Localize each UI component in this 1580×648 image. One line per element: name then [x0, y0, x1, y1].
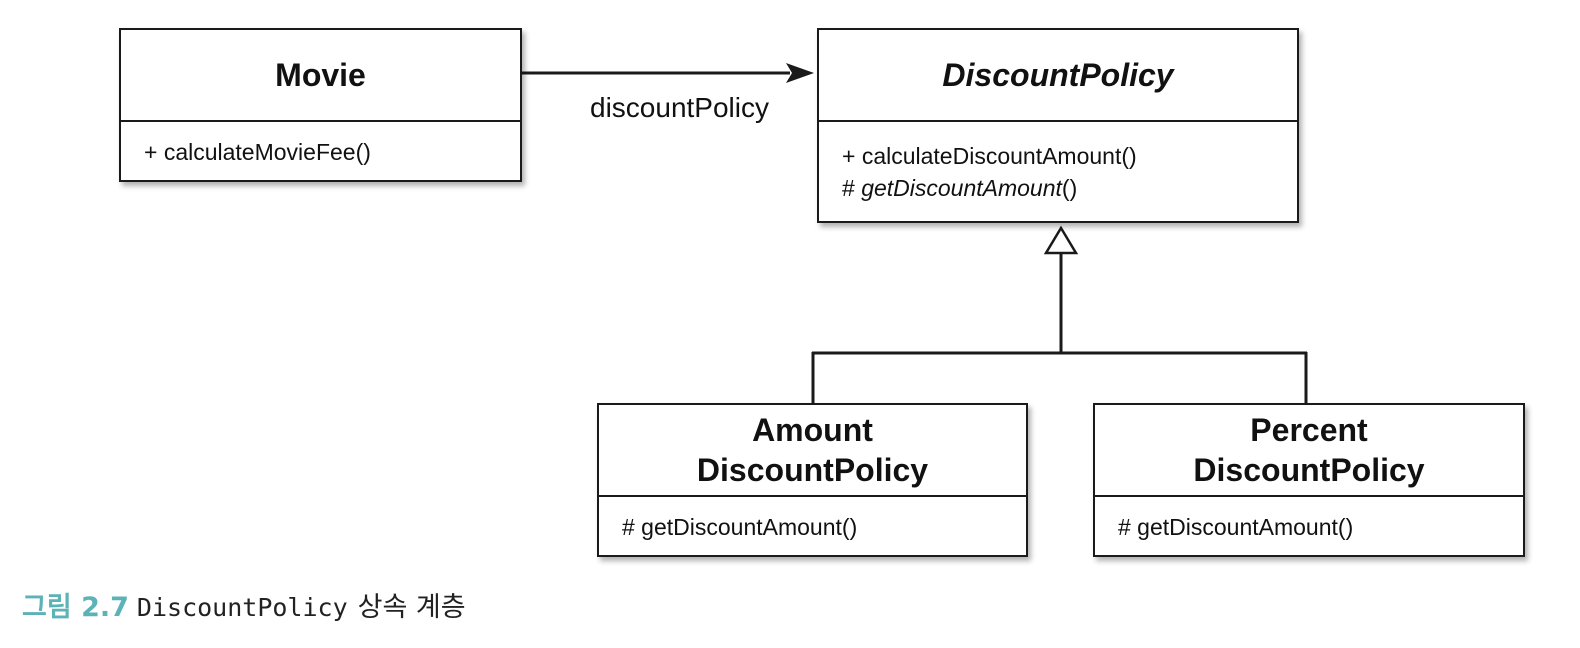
- operation-visibility: #: [842, 175, 862, 201]
- class-movie-name: Movie: [275, 57, 366, 93]
- class-percent-discount-policy-name: Percent DiscountPolicy: [1193, 412, 1425, 488]
- association-arrowhead: [786, 63, 814, 83]
- operation-calculate-movie-fee: + calculateMovieFee(): [144, 139, 371, 165]
- operation-calculate-discount-amount: + calculateDiscountAmount(): [842, 143, 1137, 169]
- class-movie-operations: + calculateMovieFee(): [121, 122, 520, 168]
- operation-get-discount-amount: # getDiscountAmount(): [622, 514, 858, 540]
- class-discount-policy-header: DiscountPolicy: [819, 30, 1297, 122]
- generalization-triangle: [1043, 225, 1079, 255]
- class-amount-discount-policy-name: Amount DiscountPolicy: [696, 412, 929, 488]
- class-movie-header: Movie: [121, 30, 520, 122]
- figure-number: 그림 2.7: [22, 592, 129, 623]
- class-percent-discount-policy-header: Percent DiscountPolicy: [1095, 405, 1523, 497]
- operation-get-discount-amount: # getDiscountAmount(): [1118, 514, 1354, 540]
- class-discount-policy-name: DiscountPolicy: [942, 57, 1174, 93]
- class-percent-discount-policy: Percent DiscountPolicy # getDiscountAmou…: [1093, 403, 1525, 557]
- class-amount-discount-policy-header: Amount DiscountPolicy: [599, 405, 1026, 497]
- class-amount-discount-policy-operations: # getDiscountAmount(): [599, 497, 1026, 543]
- class-movie: Movie + calculateMovieFee(): [119, 28, 522, 182]
- class-discount-policy: DiscountPolicy + calculateDiscountAmount…: [817, 28, 1299, 223]
- association-label: discountPolicy: [590, 92, 769, 123]
- figure-caption-text: 상속 계층: [357, 592, 466, 623]
- operation-abstract-name: getDiscountAmount: [861, 175, 1062, 201]
- operation-parens: (): [1061, 175, 1078, 201]
- class-amount-discount-policy: Amount DiscountPolicy # getDiscountAmoun…: [597, 403, 1028, 557]
- class-percent-discount-policy-operations: # getDiscountAmount(): [1095, 497, 1523, 543]
- class-discount-policy-operations: + calculateDiscountAmount() # getDiscoun…: [819, 122, 1297, 204]
- operation-get-discount-amount-abstract: # getDiscountAmount(): [842, 172, 1297, 204]
- figure-caption-code: DiscountPolicy: [136, 593, 348, 622]
